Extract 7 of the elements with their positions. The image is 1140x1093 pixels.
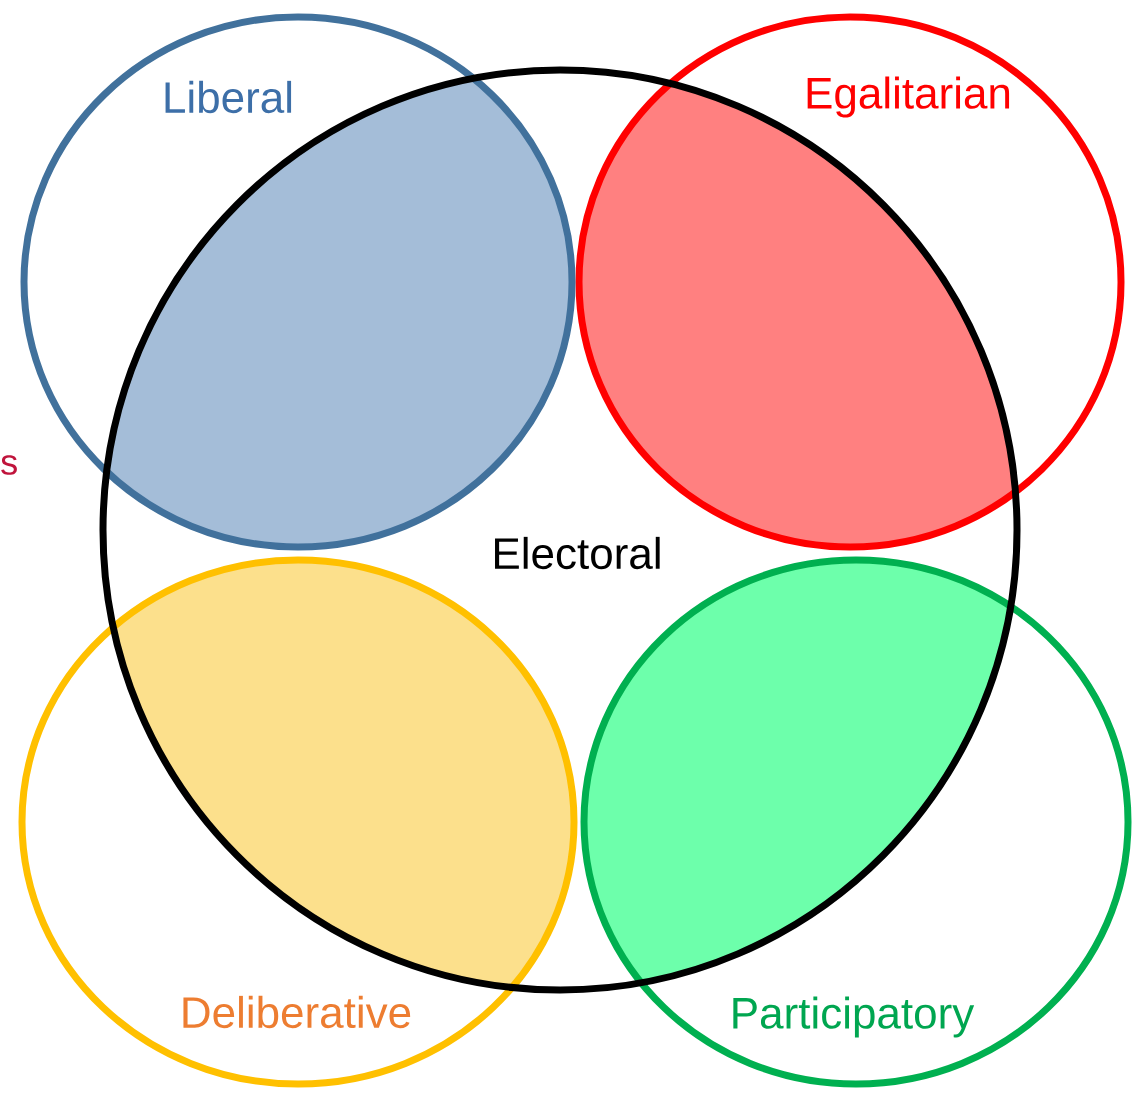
set-label: Liberal <box>165 80 292 114</box>
set-label: Participatory <box>733 996 975 1038</box>
set-label: Electoral <box>495 536 660 570</box>
set-label: Deliberative <box>183 995 411 1029</box>
set-label: Egalitarian <box>807 76 1010 118</box>
cut-off-text: s <box>1 455 17 475</box>
set-ellipse <box>99 66 1021 994</box>
